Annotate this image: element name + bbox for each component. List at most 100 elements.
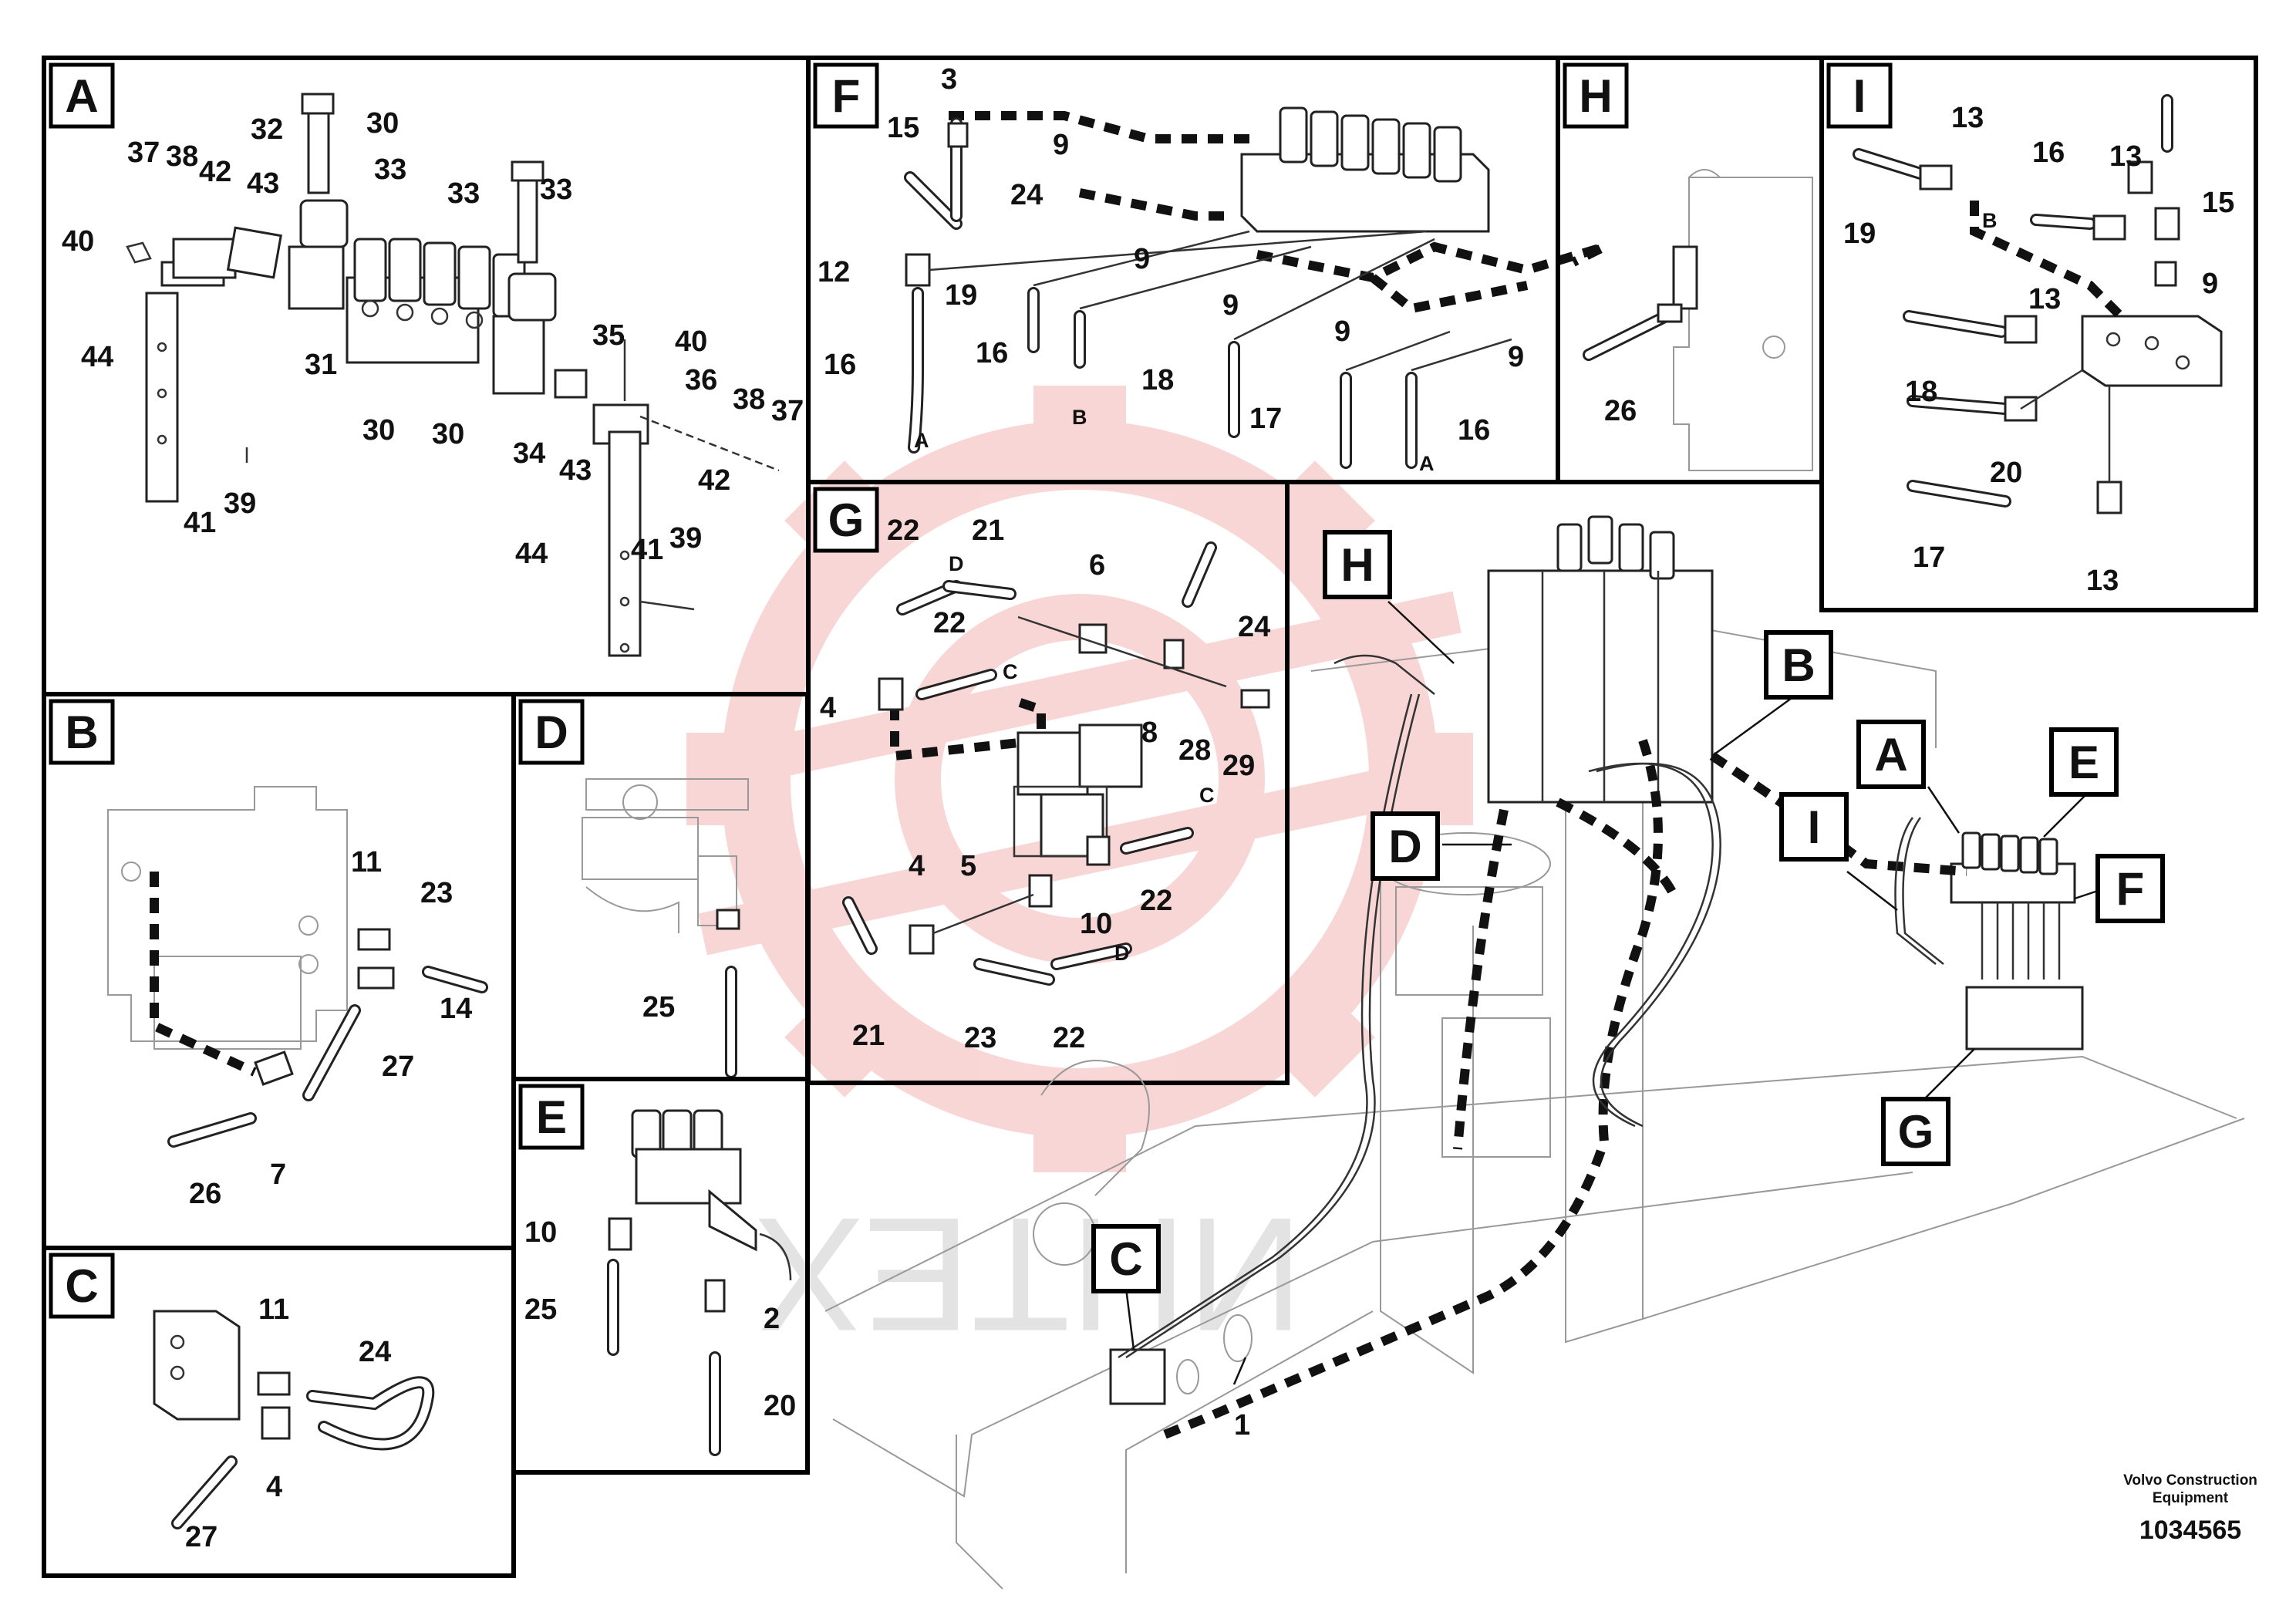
svg-text:C: C bbox=[1199, 784, 1215, 807]
main-callouts: H B A E I F D G C bbox=[1091, 530, 2165, 1293]
svg-text:16: 16 bbox=[2032, 137, 2065, 169]
svg-text:32: 32 bbox=[251, 113, 283, 146]
panel-e-drawing bbox=[607, 1109, 792, 1456]
svg-text:33: 33 bbox=[374, 153, 406, 186]
svg-text:12: 12 bbox=[818, 256, 850, 288]
svg-text:3: 3 bbox=[941, 63, 957, 96]
panel-c: C 11 24 4 27 bbox=[42, 1246, 516, 1578]
svg-text:11: 11 bbox=[351, 846, 382, 878]
svg-text:10: 10 bbox=[524, 1216, 557, 1249]
panel-i-letter: I bbox=[1853, 70, 1866, 122]
svg-text:22: 22 bbox=[1053, 1022, 1085, 1054]
callout-f: F bbox=[2116, 863, 2145, 915]
svg-text:13: 13 bbox=[2109, 140, 2142, 173]
svg-text:33: 33 bbox=[447, 177, 480, 210]
svg-text:29: 29 bbox=[1222, 750, 1255, 782]
svg-text:A: A bbox=[1419, 452, 1435, 475]
svg-text:43: 43 bbox=[247, 167, 279, 200]
svg-text:C: C bbox=[1003, 660, 1018, 683]
svg-text:A: A bbox=[914, 429, 929, 452]
svg-text:35: 35 bbox=[592, 319, 625, 352]
svg-text:36: 36 bbox=[685, 364, 717, 396]
panel-i: I 13 bbox=[1819, 56, 2258, 612]
panel-c-labels: 11 24 4 27 bbox=[185, 1293, 391, 1553]
svg-text:17: 17 bbox=[1249, 403, 1282, 435]
callout-a: A bbox=[1874, 729, 1907, 781]
panel-a-labels: 37 38 42 43 32 30 33 33 33 40 31 30 30 3… bbox=[62, 107, 804, 570]
panel-a: A bbox=[42, 56, 811, 696]
svg-text:2: 2 bbox=[764, 1303, 780, 1335]
svg-text:28: 28 bbox=[1178, 734, 1211, 767]
svg-text:23: 23 bbox=[420, 877, 453, 909]
svg-text:40: 40 bbox=[62, 225, 94, 258]
svg-text:4: 4 bbox=[909, 850, 925, 882]
svg-text:B: B bbox=[1072, 406, 1087, 429]
svg-text:38: 38 bbox=[166, 140, 198, 173]
svg-text:D: D bbox=[1114, 942, 1130, 965]
svg-text:22: 22 bbox=[1140, 885, 1172, 917]
brand-line2: Equipment bbox=[2153, 1490, 2229, 1506]
panel-h-letter: H bbox=[1579, 70, 1612, 122]
callout-h: H bbox=[1340, 539, 1374, 591]
svg-text:13: 13 bbox=[1951, 102, 1984, 134]
svg-text:41: 41 bbox=[631, 534, 663, 566]
svg-text:20: 20 bbox=[1990, 457, 2022, 489]
panel-h: H 26 bbox=[1556, 56, 1824, 484]
svg-text:21: 21 bbox=[972, 514, 1004, 547]
svg-text:22: 22 bbox=[933, 607, 966, 639]
panel-b: B 11 23 14 27 26 7 bbox=[42, 692, 516, 1250]
svg-text:24: 24 bbox=[359, 1336, 391, 1368]
svg-text:31: 31 bbox=[305, 349, 337, 381]
svg-text:9: 9 bbox=[1334, 315, 1350, 348]
svg-text:17: 17 bbox=[1913, 541, 1945, 574]
panel-h-drawing bbox=[1583, 169, 1813, 471]
svg-text:30: 30 bbox=[366, 107, 399, 140]
svg-text:15: 15 bbox=[887, 112, 919, 144]
svg-text:44: 44 bbox=[81, 341, 113, 373]
svg-text:23: 23 bbox=[964, 1022, 996, 1054]
svg-text:14: 14 bbox=[440, 993, 472, 1025]
svg-text:9: 9 bbox=[1134, 243, 1150, 275]
svg-text:37: 37 bbox=[771, 395, 804, 427]
svg-text:15: 15 bbox=[2202, 187, 2234, 219]
svg-text:10: 10 bbox=[1080, 908, 1112, 940]
svg-text:21: 21 bbox=[852, 1020, 885, 1052]
main-part-label: 1 bbox=[1234, 1409, 1250, 1442]
watermark-text: ИНТЕХ bbox=[755, 1184, 1303, 1365]
svg-text:13: 13 bbox=[2028, 283, 2061, 315]
svg-text:4: 4 bbox=[820, 692, 836, 724]
panel-f-drawing bbox=[904, 106, 1607, 469]
panel-h-label: 26 bbox=[1604, 395, 1637, 427]
svg-text:34: 34 bbox=[513, 437, 545, 470]
svg-text:24: 24 bbox=[1010, 179, 1043, 211]
panel-e-labels: 10 25 2 20 bbox=[524, 1216, 796, 1422]
svg-text:7: 7 bbox=[270, 1158, 286, 1191]
svg-text:9: 9 bbox=[1508, 341, 1524, 373]
svg-text:30: 30 bbox=[432, 418, 464, 450]
panel-i-labels: 13 16 13 15 19 9 13 18 20 17 13 B bbox=[1843, 102, 2234, 597]
svg-text:D: D bbox=[949, 552, 964, 575]
panel-c-drawing bbox=[153, 1310, 435, 1529]
panel-b-labels: 11 23 14 27 26 7 bbox=[189, 846, 472, 1210]
panel-g: G bbox=[806, 480, 1290, 1085]
callout-i: I bbox=[1808, 801, 1821, 853]
svg-text:27: 27 bbox=[185, 1521, 217, 1553]
callout-d: D bbox=[1388, 821, 1421, 872]
panel-f: F bbox=[806, 56, 1607, 484]
svg-text:16: 16 bbox=[824, 349, 856, 381]
svg-text:9: 9 bbox=[2202, 268, 2218, 300]
svg-text:42: 42 bbox=[698, 464, 730, 497]
panel-i-drawing bbox=[1853, 94, 2223, 514]
drawing-number: 1034565 bbox=[2139, 1516, 2241, 1545]
svg-text:44: 44 bbox=[515, 538, 548, 570]
svg-text:43: 43 bbox=[559, 454, 592, 487]
panel-b-drawing bbox=[107, 786, 488, 1148]
panel-d-letter: D bbox=[534, 706, 568, 758]
svg-text:37: 37 bbox=[127, 137, 160, 169]
svg-text:8: 8 bbox=[1141, 717, 1158, 749]
svg-text:30: 30 bbox=[362, 414, 395, 447]
callout-c: C bbox=[1109, 1233, 1142, 1285]
main-callout-leaders bbox=[1124, 601, 2099, 1385]
brand-line1: Volvo Construction bbox=[2123, 1472, 2257, 1489]
